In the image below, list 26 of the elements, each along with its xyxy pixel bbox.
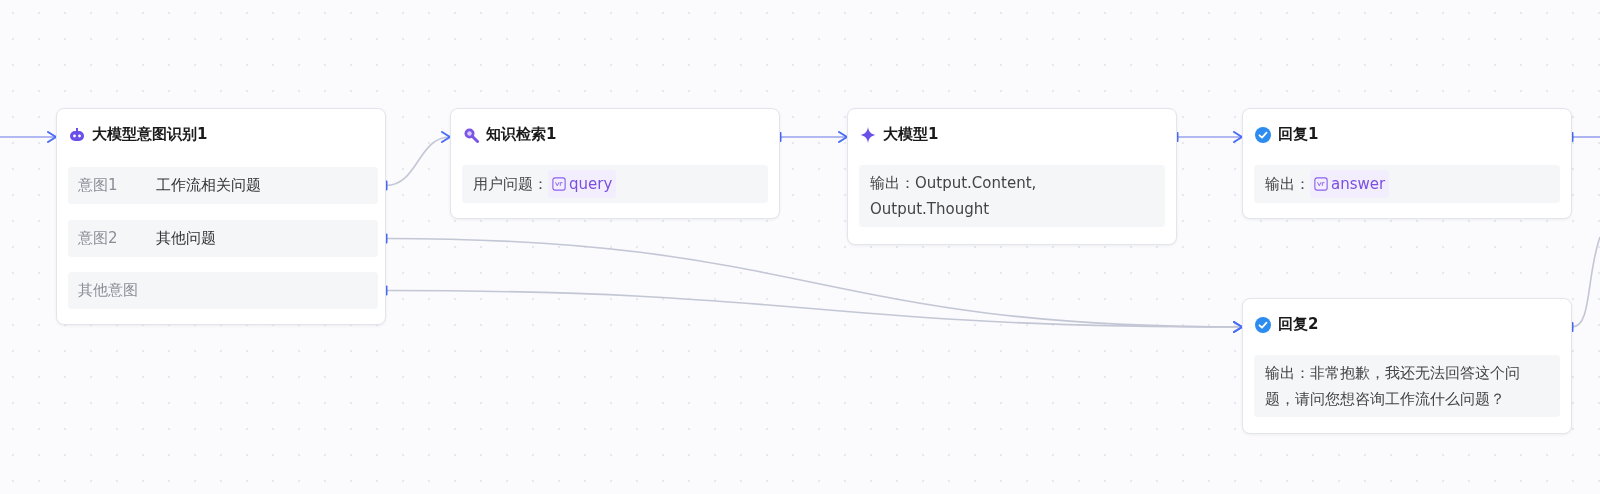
node-card — [847, 108, 1177, 245]
variable-name: query — [569, 174, 613, 195]
connector-arrow — [778, 131, 848, 143]
intent-label: 意图2 — [78, 229, 118, 248]
connector-arrow — [0, 131, 57, 143]
node-title: 知识检索1 — [486, 125, 557, 144]
node-title: 大模型1 — [883, 125, 939, 144]
node-card — [56, 108, 386, 325]
node-card — [1242, 108, 1572, 219]
connector-arrow — [384, 285, 1243, 333]
intent-value: 其他问题 — [156, 229, 216, 248]
variable-name: answer — [1331, 174, 1386, 195]
node-title: 回复2 — [1278, 315, 1319, 334]
connector-arrow — [1175, 131, 1243, 143]
intent-label: 其他意图 — [78, 281, 138, 300]
connector-arrow — [384, 132, 451, 191]
output-text: 输出：Output.Content, Output.Thought — [870, 174, 1037, 218]
output-text: 输出：非常抱歉，我还无法回答这个问题，请问您想咨询工作流什么问题？ — [1265, 364, 1520, 408]
field-label: 输出： — [1265, 174, 1310, 193]
intent-value: 工作流相关问题 — [156, 176, 261, 195]
node-title: 回复1 — [1278, 125, 1319, 144]
intent-label: 意图1 — [78, 176, 118, 195]
field-label: 用户问题： — [473, 174, 548, 193]
node-card — [450, 108, 780, 219]
node-card — [1242, 298, 1572, 434]
node-title: 大模型意图识别1 — [92, 125, 208, 144]
